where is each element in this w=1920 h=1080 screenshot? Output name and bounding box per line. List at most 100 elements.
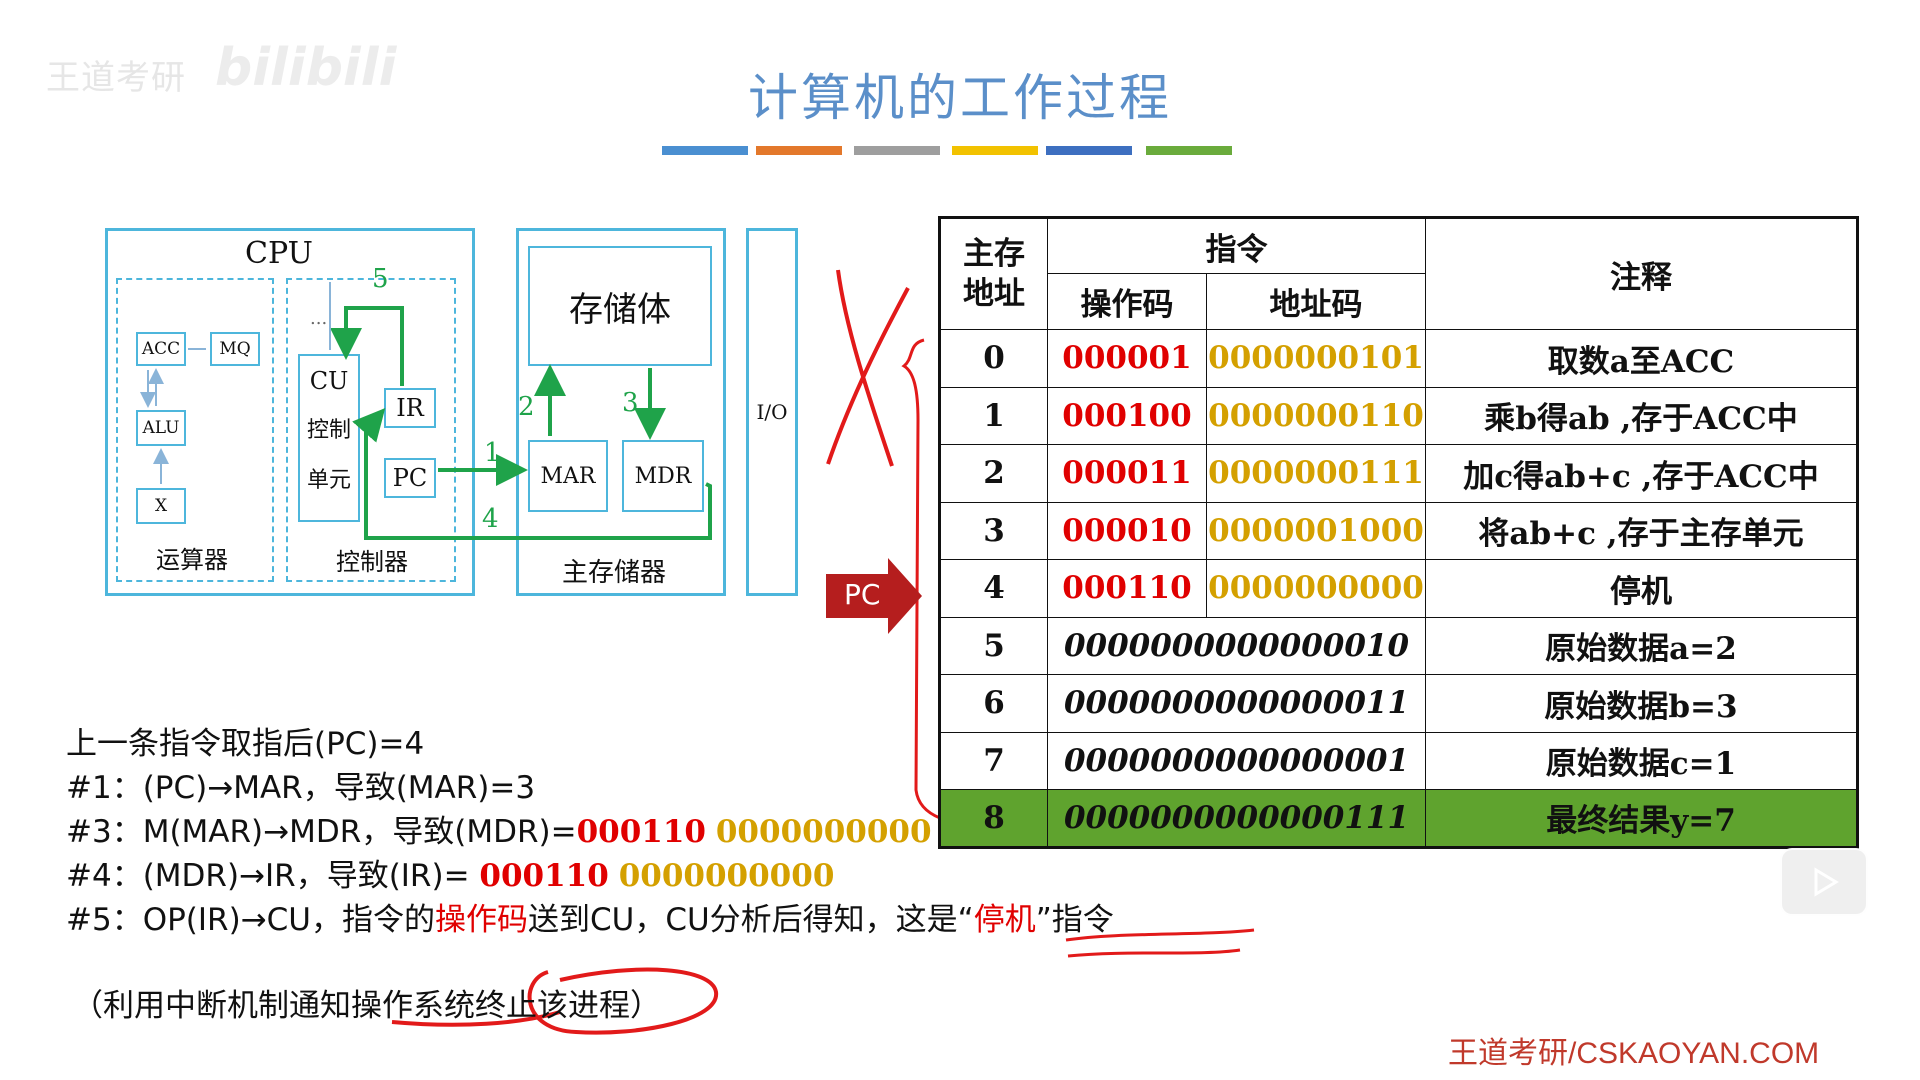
cell-data: 0000000000000001 [1047,731,1426,790]
step5-halt-word: 停机 [973,902,1036,938]
storage-body: 存储体 [528,246,712,366]
memory-group-label: 主存储器 [562,558,667,588]
step-line-1: #1：(PC)→MAR，导致(MAR)=3 [66,770,536,806]
cell-opcode: 000110 [1047,559,1207,618]
cu-sub1: 控制 [306,418,351,443]
step3-opcode: 000110 [576,814,706,850]
step4-addr: 0000000000 [618,858,835,894]
red-x-mark [826,269,910,467]
title-stripe [756,146,842,155]
alu-arrows [140,348,206,484]
cell-addr: 0 [939,329,1048,388]
controller-group-label: 控制器 [336,548,408,576]
cell-note: 加c得ab+c ,存于ACC中 [1425,444,1858,503]
header-address: 地址码 [1206,273,1426,330]
step3-text: #3：M(MAR)→MDR，导致(MDR)= [66,814,577,850]
header-opcode: 操作码 [1047,273,1207,330]
play-icon [1814,867,1839,897]
title-stripe [952,146,1038,155]
step5-text-a: #5：OP(IR)→CU，指令的 [66,902,435,938]
alu-unit: ALU [136,410,186,446]
cell-note: 取数a至ACC [1425,329,1858,388]
footer-brand: 王道考研/CSKAOYAN.COM [1448,1037,1820,1070]
cell-data: 0000000000000011 [1047,674,1426,733]
step-line-3: #3：M(MAR)→MDR，导致(MDR)=000110 0000000000 [66,806,932,851]
cu-label: CU [309,367,349,395]
step-num-2: 2 [518,392,535,422]
red-note-mark [391,967,719,1035]
path-5-arrow [330,306,404,386]
mar-register: MAR [528,440,608,512]
title-stripe [1046,146,1132,155]
x-register: X [136,488,186,524]
cell-addr: 5 [939,616,1048,675]
cpu-box [105,228,475,596]
cell-note: 最终结果y=7 [1425,789,1858,848]
alu-group-box [116,278,274,582]
mdr-register: MDR [622,440,704,512]
cell-addr: 2 [939,444,1048,503]
cell-note: 停机 [1425,559,1858,618]
interrupt-note: （利用中断机制通知操作系统终止该进程） [72,988,661,1024]
cell-opcode: 000010 [1047,501,1207,560]
step-line-4: #4：(MDR)→IR，导致(IR)= 000110 0000000000 [66,850,834,895]
cu-dots: ... [310,308,328,329]
io-box: I/O [746,228,798,596]
pc-pointer-label: PC [844,578,881,611]
cell-addr: 6 [939,674,1048,733]
play-button[interactable] [1780,848,1868,916]
cu-unit: CU 控制 单元 [298,354,360,522]
cell-address: 0000000000 [1206,559,1426,618]
cell-opcode: 000100 [1047,386,1207,445]
step-num-1: 1 [484,438,501,468]
slide-title: 计算机的工作过程 [748,69,1172,127]
cell-addr: 1 [939,386,1048,445]
cell-address: 0000001000 [1206,501,1426,560]
step-num-4: 4 [482,504,499,534]
title-stripe [1146,146,1232,155]
step4-opcode: 000110 [479,858,609,894]
mq-register: MQ [210,332,260,366]
path-4-arrow [352,407,712,540]
cell-addr: 4 [939,559,1048,618]
cell-data: 0000000000000010 [1047,616,1426,675]
pc-register: PC [384,458,436,498]
cell-data: 0000000000000111 [1047,789,1426,848]
red-brace-mark [901,338,941,820]
title-stripe [662,146,748,155]
header-note: 注释 [1425,217,1858,330]
step4-text: #4：(MDR)→IR，导致(IR)= [66,858,480,894]
cell-note: 原始数据b=3 [1425,674,1858,733]
watermark-bilibili: bilibili [215,38,397,98]
main-memory-box [516,228,726,596]
cell-addr: 8 [939,789,1048,848]
watermark-brand: 王道考研 [46,58,186,98]
cell-note: 原始数据a=2 [1425,616,1858,675]
alu-group-label: 运算器 [156,546,228,574]
step5-text-b: 送到CU，CU分析后得知，这是“ [527,902,974,938]
step3-addr: 0000000000 [715,814,932,850]
cu-sub2: 单元 [306,468,351,493]
cell-address: 0000000111 [1206,444,1426,503]
title-stripe [854,146,940,155]
cell-opcode: 000001 [1047,329,1207,388]
acc-register: ACC [136,332,186,366]
cell-address: 0000000101 [1206,329,1426,388]
pc-pointer-arrow [826,558,922,634]
red-underline-mark [1065,928,1255,958]
step5-opcode-word: 操作码 [434,902,528,938]
cell-addr: 7 [939,731,1048,790]
cell-address: 0000000110 [1206,386,1426,445]
step5-text-c: ”指令 [1035,902,1114,938]
step-num-5: 5 [372,264,389,294]
